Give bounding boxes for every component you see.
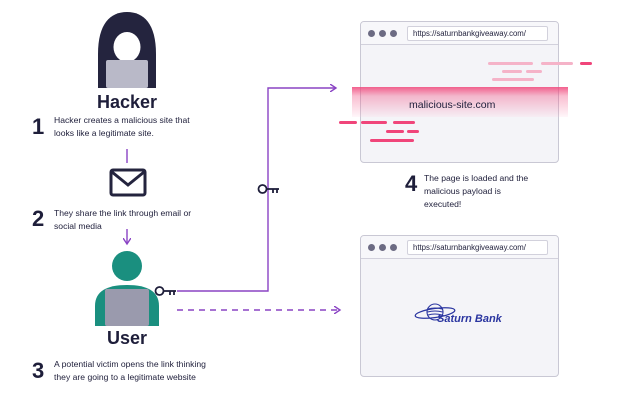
glitch-line bbox=[407, 130, 419, 133]
saturn-bank-logo-text: Saturn Bank bbox=[437, 313, 502, 325]
step-4-line-2: malicious payload is bbox=[424, 186, 501, 196]
saturn-planet-icon bbox=[414, 303, 456, 321]
step-2-text: They share the link through email or soc… bbox=[54, 207, 191, 233]
glitch-line bbox=[339, 121, 357, 124]
window-dot bbox=[390, 30, 397, 37]
glitch-line bbox=[541, 62, 573, 65]
step-4-text: The page is loaded and the malicious pay… bbox=[424, 172, 528, 211]
glitch-line bbox=[361, 121, 387, 124]
step-2-number: 2 bbox=[32, 206, 45, 231]
step-4-line-3: executed! bbox=[424, 199, 462, 209]
glitch-line bbox=[370, 139, 414, 142]
glitch-line bbox=[526, 70, 542, 73]
step-3-line-1: A potential victim opens the link thinki… bbox=[54, 359, 206, 369]
step-1-line-2: looks like a legitimate site. bbox=[54, 128, 154, 138]
glitch-line bbox=[580, 62, 592, 65]
glitch-line bbox=[488, 62, 533, 65]
step-3-text: A potential victim opens the link thinki… bbox=[54, 358, 206, 384]
step-4-number: 4 bbox=[405, 171, 418, 196]
glitch-line bbox=[393, 121, 415, 124]
glitch-line bbox=[502, 70, 522, 73]
legit-browser-window: https://saturnbankgiveaway.com/ bbox=[360, 235, 559, 377]
step-2-line-2: social media bbox=[54, 221, 102, 231]
step-1-line-1: Hacker creates a malicious site that bbox=[54, 115, 190, 125]
window-dot bbox=[368, 244, 375, 251]
key-icon bbox=[257, 184, 279, 194]
step-2-line-1: They share the link through email or bbox=[54, 208, 192, 218]
step-3-line-2: they are going to a legitimate website bbox=[54, 372, 196, 382]
browser-toolbar: https://saturnbankgiveaway.com/ bbox=[361, 22, 558, 45]
window-dot bbox=[390, 244, 397, 251]
step-4-line-1: The page is loaded and the bbox=[424, 173, 529, 183]
address-bar[interactable]: https://saturnbankgiveaway.com/ bbox=[407, 240, 548, 255]
address-bar[interactable]: https://saturnbankgiveaway.com/ bbox=[407, 26, 548, 41]
user-icon bbox=[95, 251, 159, 326]
window-dot bbox=[379, 244, 386, 251]
window-dot bbox=[368, 30, 375, 37]
glitch-line bbox=[492, 78, 534, 81]
malicious-site-text: malicious-site.com bbox=[409, 99, 496, 111]
user-label: User bbox=[106, 328, 148, 348]
step-1-number: 1 bbox=[32, 114, 45, 139]
window-dot bbox=[379, 30, 386, 37]
payload-glow-band bbox=[352, 87, 568, 117]
step-1-text: Hacker creates a malicious site that loo… bbox=[54, 114, 190, 140]
hacker-label: Hacker bbox=[96, 92, 158, 112]
key-icon bbox=[154, 286, 176, 296]
envelope-icon bbox=[109, 168, 147, 197]
step-3-number: 3 bbox=[32, 358, 45, 383]
glitch-line bbox=[386, 130, 404, 133]
browser-toolbar: https://saturnbankgiveaway.com/ bbox=[361, 236, 558, 259]
hooded-hacker-icon bbox=[98, 12, 156, 88]
